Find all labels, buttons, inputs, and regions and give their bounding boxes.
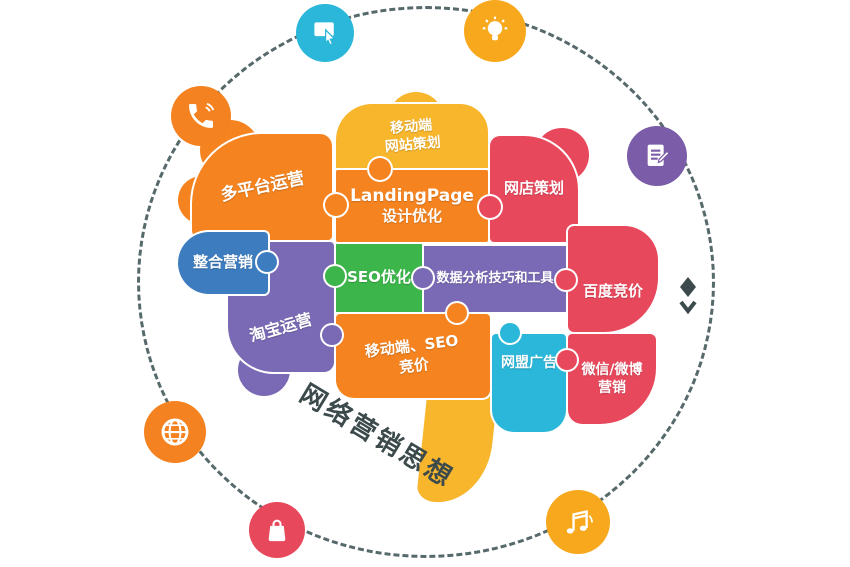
music-icon [546, 490, 610, 554]
puzzle-piece-mobile-site-planning: 移动端网站策划 [336, 104, 488, 168]
puzzle-knob [479, 196, 501, 218]
puzzle-piece-seo-optimization: SEO优化 [336, 244, 422, 312]
puzzle-knob [369, 158, 391, 180]
puzzle-knob [557, 350, 577, 370]
puzzle-knob [322, 325, 342, 345]
click-icon-glyph [314, 22, 336, 46]
puzzle-piece-integrated-marketing: 整合营销 [178, 232, 268, 294]
puzzle-knob [257, 252, 277, 272]
marker-icon [674, 276, 702, 316]
piece-label: 百度竞价 [582, 282, 643, 301]
puzzle-piece-baidu-bidding: 百度竞价 [568, 226, 658, 332]
piece-label: SEO优化 [347, 268, 411, 287]
document-icon [627, 126, 687, 186]
puzzle-piece-data-analysis-tools: 数据分析技巧和工具 [424, 246, 566, 312]
music-icon-glyph [566, 510, 593, 534]
puzzle-knob [447, 303, 467, 323]
puzzle-piece-ad-network: 网盟广告 [492, 334, 566, 432]
globe-icon-glyph [161, 418, 189, 446]
piece-label: 网店策划 [503, 179, 564, 198]
piece-label: 微信/微博营销 [581, 361, 643, 396]
puzzle-knob [556, 270, 576, 290]
shopping-bag-icon [249, 502, 305, 558]
piece-label: 移动端网站策划 [384, 117, 442, 156]
phone-icon-glyph [189, 102, 215, 128]
puzzle-knob [325, 266, 345, 286]
document-icon-glyph [647, 144, 670, 166]
puzzle-knob [413, 268, 433, 288]
piece-label: 网盟广告 [501, 355, 557, 371]
dashed-orbit-circle [137, 6, 715, 558]
piece-label: 淘宝运营 [247, 309, 315, 346]
phone-icon [171, 86, 231, 146]
click-icon [296, 4, 354, 62]
puzzle-knob [500, 323, 520, 343]
lightbulb-icon [464, 0, 526, 62]
lightbulb-icon-glyph [482, 16, 508, 41]
globe-icon [144, 401, 206, 463]
piece-label: 数据分析技巧和工具 [436, 270, 554, 286]
piece-label: 整合营销 [192, 253, 253, 272]
puzzle-piece-multi-platform-ops: 多平台运营 [192, 134, 332, 240]
puzzle-piece-online-store-planning: 网店策划 [490, 136, 578, 242]
marker-icon-glyph [679, 277, 697, 315]
puzzle-knob [325, 194, 347, 216]
shopping-bag-icon-glyph [268, 519, 286, 542]
piece-label: 多平台运营 [218, 168, 306, 206]
